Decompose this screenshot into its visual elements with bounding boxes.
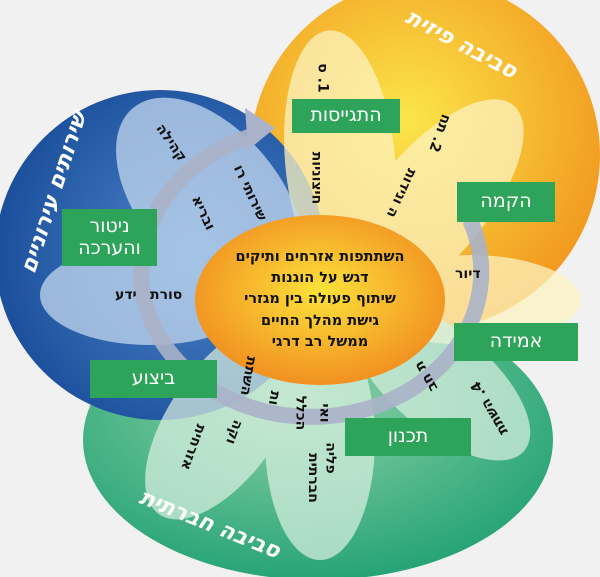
center-line: ממשל רב דרגי bbox=[271, 333, 369, 350]
stage-establishment: הקמה bbox=[457, 182, 555, 222]
stage-execution: ביצוע bbox=[90, 360, 217, 398]
center-ellipse bbox=[195, 215, 445, 385]
petal-label: ואי bbox=[316, 403, 333, 423]
petal-label: ות bbox=[264, 389, 284, 407]
petal-label: פליה bbox=[322, 442, 339, 474]
petal-label: חברתית bbox=[304, 453, 321, 503]
petal-label: דיור bbox=[455, 266, 481, 282]
center-line: דגש על הוגנות bbox=[271, 270, 369, 287]
petal-label: 1. ס bbox=[314, 63, 331, 93]
center-line: שיתוף פעולה בין מגזרי bbox=[244, 291, 396, 308]
stage-planning: תכנון bbox=[345, 418, 471, 456]
center-principles: השתתפות אזרחים ותיקים דגש על הוגנות שיתו… bbox=[200, 225, 440, 375]
petal-label: סורת bbox=[150, 287, 183, 303]
stage-mobilization: התגייסות bbox=[292, 99, 400, 133]
center-line: השתתפות אזרחים ותיקים bbox=[235, 249, 405, 266]
stage-monitoring-line1: ניטור bbox=[89, 214, 130, 237]
center-line: גישת מהלך החיים bbox=[261, 312, 379, 329]
petal-label: חיצוניות bbox=[308, 151, 325, 205]
stage-monitoring-line2: והערכה bbox=[78, 236, 141, 259]
stage-monitoring: ניטור והערכה bbox=[62, 209, 157, 266]
petal-label: ידע bbox=[115, 287, 137, 303]
cycle-arrow-head bbox=[245, 108, 275, 150]
stage-assessment: אמידה bbox=[454, 323, 578, 361]
petal-label: הכלל bbox=[292, 395, 309, 431]
